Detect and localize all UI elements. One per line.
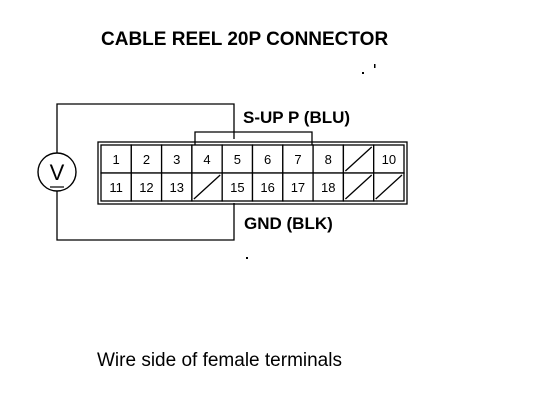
ground-wire-label: GND (BLK) — [244, 214, 333, 233]
terminal-cell — [100, 144, 132, 174]
terminal-cell — [130, 144, 163, 174]
diagram-title: CABLE REEL 20P CONNECTOR — [101, 29, 388, 50]
terminal-cell — [130, 172, 163, 202]
connector-frame — [97, 141, 408, 205]
terminal-number: 10 — [382, 152, 396, 167]
terminal-number: 8 — [325, 152, 332, 167]
terminal-number: 6 — [264, 152, 271, 167]
diagram-caption: Wire side of female terminals — [97, 350, 342, 371]
terminal-cell — [312, 172, 345, 202]
unused-terminal-slash — [193, 174, 221, 200]
terminal-number: 2 — [143, 152, 150, 167]
terminal-number: 11 — [109, 180, 123, 195]
signal-wire-label: S-UP P (BLU) — [243, 108, 350, 127]
signal-wire — [56, 103, 235, 153]
unused-terminal-slash — [344, 174, 373, 200]
terminal-cell — [282, 172, 314, 202]
unused-terminal-slash — [344, 146, 373, 172]
terminal-number: 3 — [173, 152, 180, 167]
terminal-number: 13 — [170, 180, 184, 195]
terminal-number: 1 — [113, 152, 120, 167]
scan-noise — [246, 64, 376, 259]
terminal-cell — [221, 172, 254, 202]
terminal-number: 18 — [321, 180, 335, 195]
voltmeter-symbol: V — [50, 160, 65, 185]
terminal-number: 12 — [139, 180, 153, 195]
terminal-cell — [100, 172, 132, 202]
unused-terminal-slash — [375, 174, 403, 200]
terminal-number: 17 — [291, 180, 305, 195]
terminal-bracket — [194, 131, 313, 145]
terminal-number: 15 — [230, 180, 244, 195]
terminal-number: 16 — [260, 180, 274, 195]
ground-wire — [56, 191, 235, 241]
voltmeter-icon: V — [37, 152, 77, 192]
terminal-cell — [282, 144, 314, 174]
terminal-number: 5 — [234, 152, 241, 167]
terminal-number: 7 — [294, 152, 301, 167]
terminal-number: 4 — [203, 152, 210, 167]
terminal-cell — [373, 144, 405, 174]
